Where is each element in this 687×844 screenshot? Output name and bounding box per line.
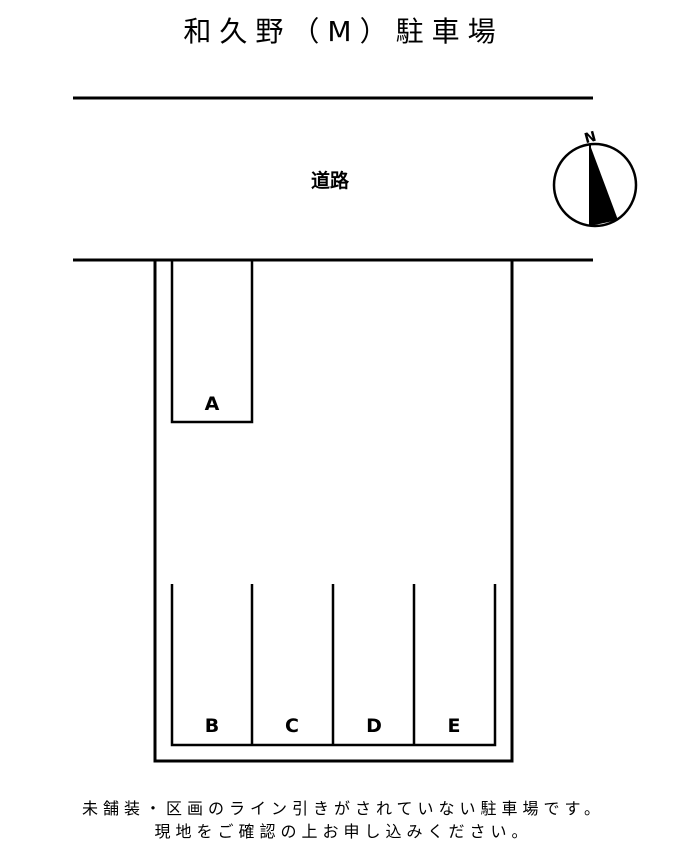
page-title: 和久野（M）駐車場 (183, 15, 504, 48)
lot-outline (153, 260, 514, 763)
road-label: 道路 (310, 170, 349, 192)
space-label-a: A (204, 393, 220, 415)
space-label-b: B (204, 715, 220, 737)
note-line-1: 未舗装・区画のライン引きがされていない駐車場です。 (82, 799, 605, 818)
svg-text:N: N (583, 129, 598, 147)
space-label-c: C (285, 715, 299, 737)
north-arrow-icon: N (552, 129, 638, 228)
space-label-d: D (366, 715, 382, 737)
space-label-e: E (447, 715, 461, 737)
space-a-outline (170, 260, 254, 424)
note-line-2: 現地をご確認の上お申し込みください。 (154, 822, 533, 841)
